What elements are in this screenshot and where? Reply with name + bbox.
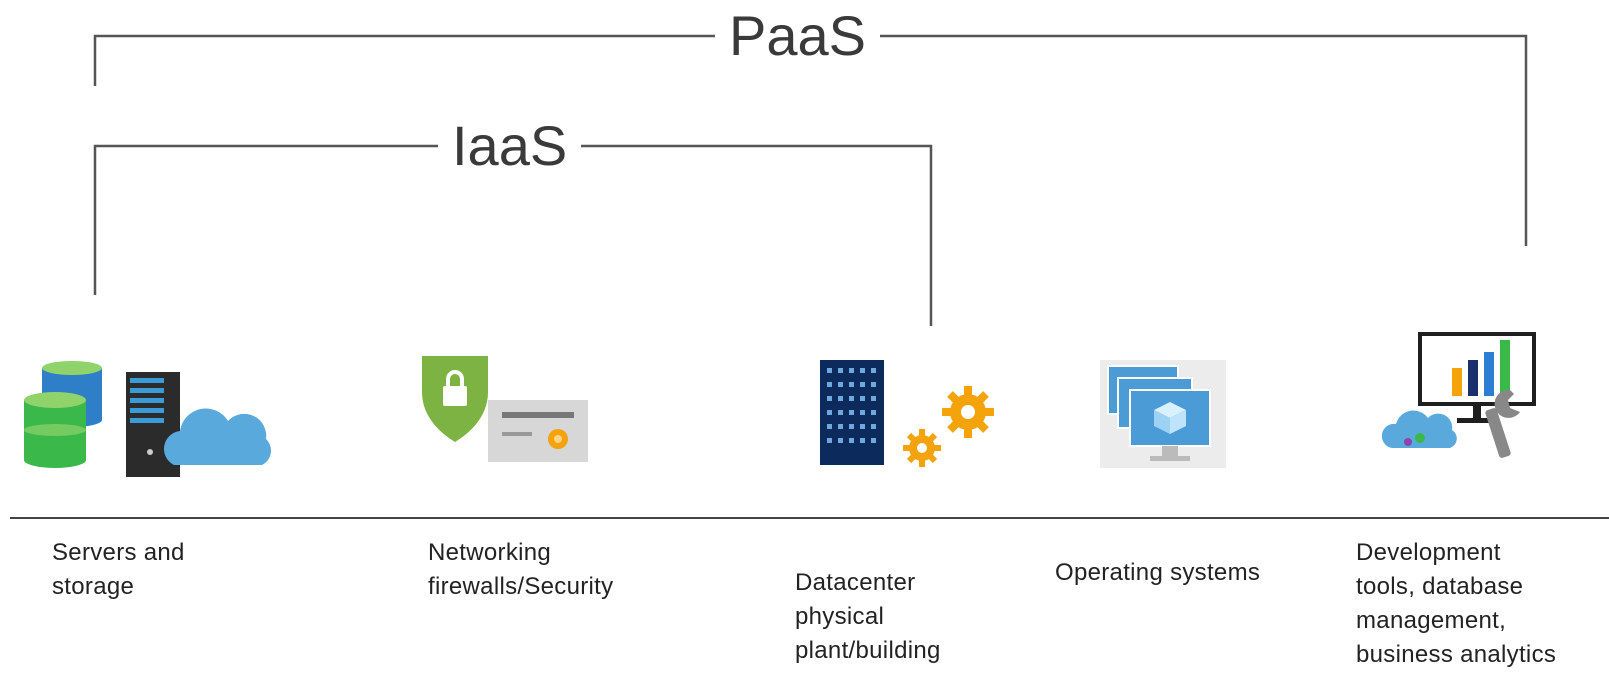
caption-line: physical	[795, 603, 885, 630]
iaas-label: IaaS	[438, 118, 582, 174]
datacenter-building-icon	[820, 360, 994, 467]
paas-bracket	[93, 34, 1528, 246]
caption-line: management,	[1356, 607, 1507, 634]
caption-operating-systems: Operating systems	[1055, 556, 1260, 590]
caption-line: tools, database	[1356, 573, 1524, 600]
caption-line: business analytics	[1356, 641, 1557, 668]
caption-datacenter: Datacenter physical plant/building	[795, 566, 941, 668]
paas-label: PaaS	[715, 8, 880, 64]
development-tools-icon	[1382, 332, 1536, 458]
caption-networking: Networking firewalls/Security	[428, 536, 613, 604]
servers-storage-icon	[24, 361, 271, 477]
caption-line: storage	[52, 573, 135, 600]
caption-line: Operating systems	[1055, 559, 1261, 586]
caption-line: Networking	[428, 539, 552, 566]
caption-line: Datacenter	[795, 569, 916, 596]
caption-line: Servers and	[52, 539, 185, 566]
caption-line: firewalls/Security	[428, 573, 614, 600]
operating-systems-icon	[1100, 360, 1226, 468]
shield-firewall-icon	[422, 356, 588, 462]
caption-line: Development	[1356, 539, 1501, 566]
caption-line: plant/building	[795, 637, 941, 664]
caption-development-tools: Development tools, database management, …	[1356, 536, 1556, 672]
caption-servers-storage: Servers and storage	[52, 536, 185, 604]
